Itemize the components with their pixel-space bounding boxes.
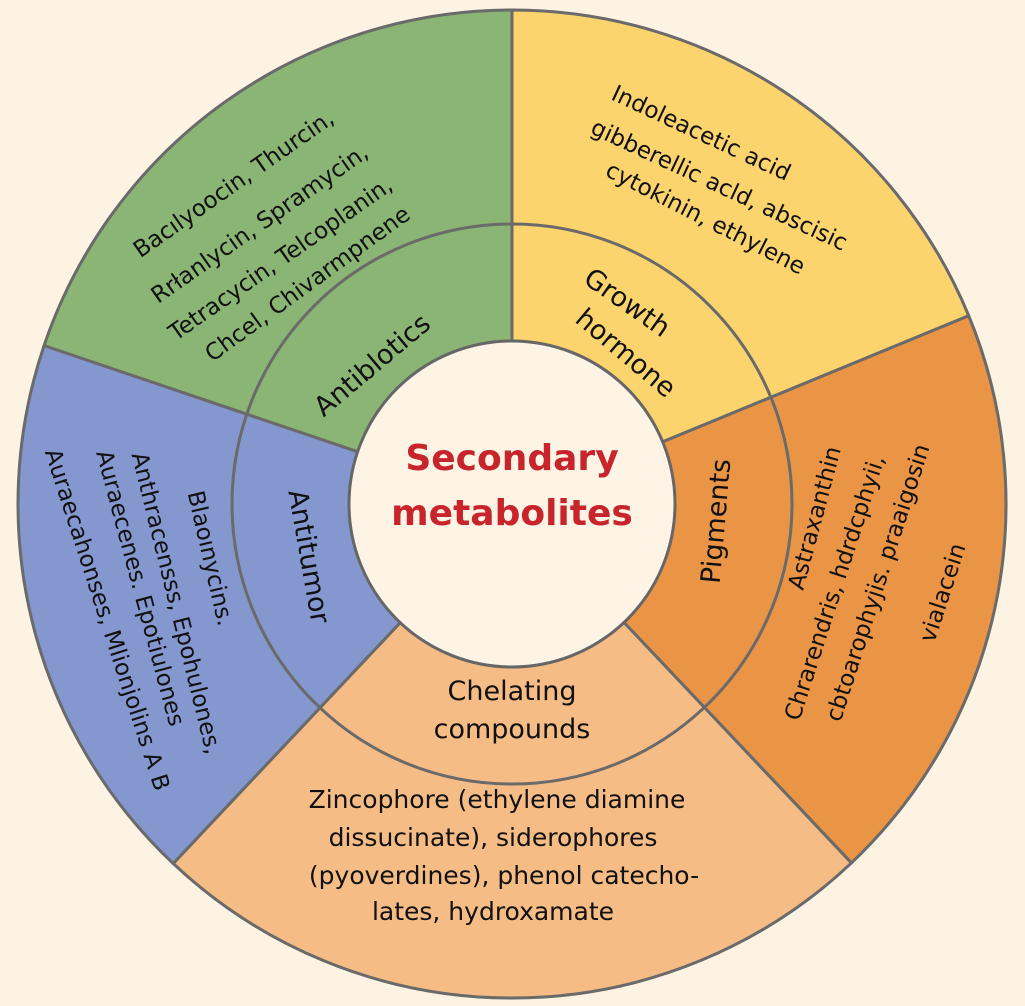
pigments-segment: [509, 313, 1008, 866]
chelating-item: (pyoverdines), phenol catecho-: [309, 861, 699, 890]
chelating-label-line1: Chelating: [448, 676, 577, 707]
growth-segment: [510, 8, 971, 507]
antibiotics-segment: [42, 8, 514, 507]
chelating-label-line2: compounds: [434, 714, 591, 745]
chelating-item: dissucinate), siderophores: [329, 823, 658, 852]
center-title-line1: Secondary: [405, 438, 618, 479]
chelating-segment: [171, 501, 854, 1000]
chelating-item: Zincophore (ethylene diamine: [309, 785, 686, 814]
chelating-item: lates, hydroxamate: [372, 897, 614, 926]
center-circle: [347, 339, 677, 669]
middle-ring: [230, 222, 794, 786]
center-title-line2: metabolites: [391, 493, 633, 534]
